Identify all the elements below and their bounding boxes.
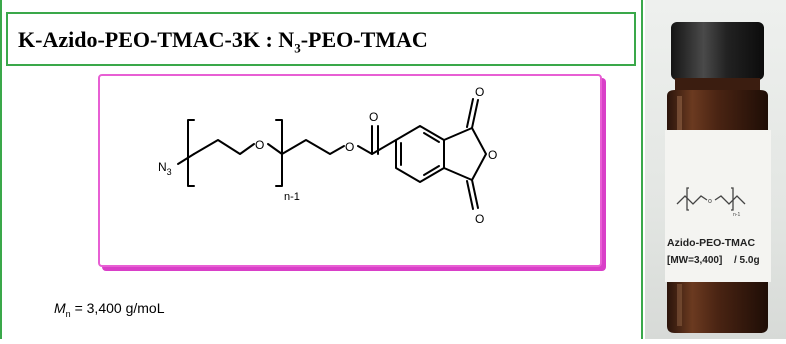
chemical-structure-box: N3 O n-1 O O O O O bbox=[98, 74, 602, 267]
upper-carbonyl bbox=[466, 98, 479, 129]
chemical-structure: N3 O n-1 O O O O O bbox=[158, 85, 497, 226]
left-panel: K-Azido-PEO-TMAC-3K : N3-PEO-TMAC bbox=[0, 0, 643, 339]
ether-bond bbox=[267, 143, 283, 155]
vial-amount: / 5.0g bbox=[734, 255, 760, 266]
left-bracket bbox=[187, 119, 195, 187]
bond bbox=[177, 153, 195, 165]
vial-product-name: Azido-PEO-TMAC bbox=[667, 237, 755, 249]
chain-bonds bbox=[193, 139, 255, 155]
title-box: K-Azido-PEO-TMAC-3K : N3-PEO-TMAC bbox=[6, 12, 636, 66]
ring-oxygen: O bbox=[488, 148, 497, 162]
repeat-unit-label: n-1 bbox=[284, 191, 300, 203]
aromatic-double-bonds bbox=[400, 132, 440, 176]
vial-cap bbox=[671, 22, 764, 80]
upper-carbonyl-oxygen: O bbox=[475, 85, 484, 99]
molecular-weight: Mn = 3,400 g/moL bbox=[54, 300, 165, 319]
carbonyl-double-bond bbox=[371, 125, 379, 155]
ester-carbonyl-oxygen: O bbox=[369, 110, 378, 124]
benzene-ring bbox=[395, 125, 445, 183]
ester-oxygen: O bbox=[345, 140, 354, 154]
product-title: K-Azido-PEO-TMAC-3K : N3-PEO-TMAC bbox=[18, 27, 428, 56]
n3-label: N3 bbox=[158, 160, 172, 177]
lower-carbonyl-oxygen: O bbox=[475, 212, 484, 226]
lower-carbonyl bbox=[466, 179, 479, 210]
anhydride-ring bbox=[443, 127, 487, 181]
vial-image: o n-1 Azido-PEO-TMAC [MW=3,400] / 5.0g bbox=[665, 22, 771, 333]
vial-oxygen: o bbox=[708, 198, 712, 205]
vial-mw: [MW=3,400] bbox=[667, 255, 722, 266]
vial-label bbox=[665, 130, 771, 282]
vial-neck bbox=[675, 78, 760, 92]
vial-repeat-label: n-1 bbox=[733, 212, 740, 218]
product-photo: o n-1 Azido-PEO-TMAC [MW=3,400] / 5.0g bbox=[645, 0, 786, 339]
ether-oxygen: O bbox=[255, 138, 264, 152]
spacer-bonds bbox=[281, 139, 345, 155]
